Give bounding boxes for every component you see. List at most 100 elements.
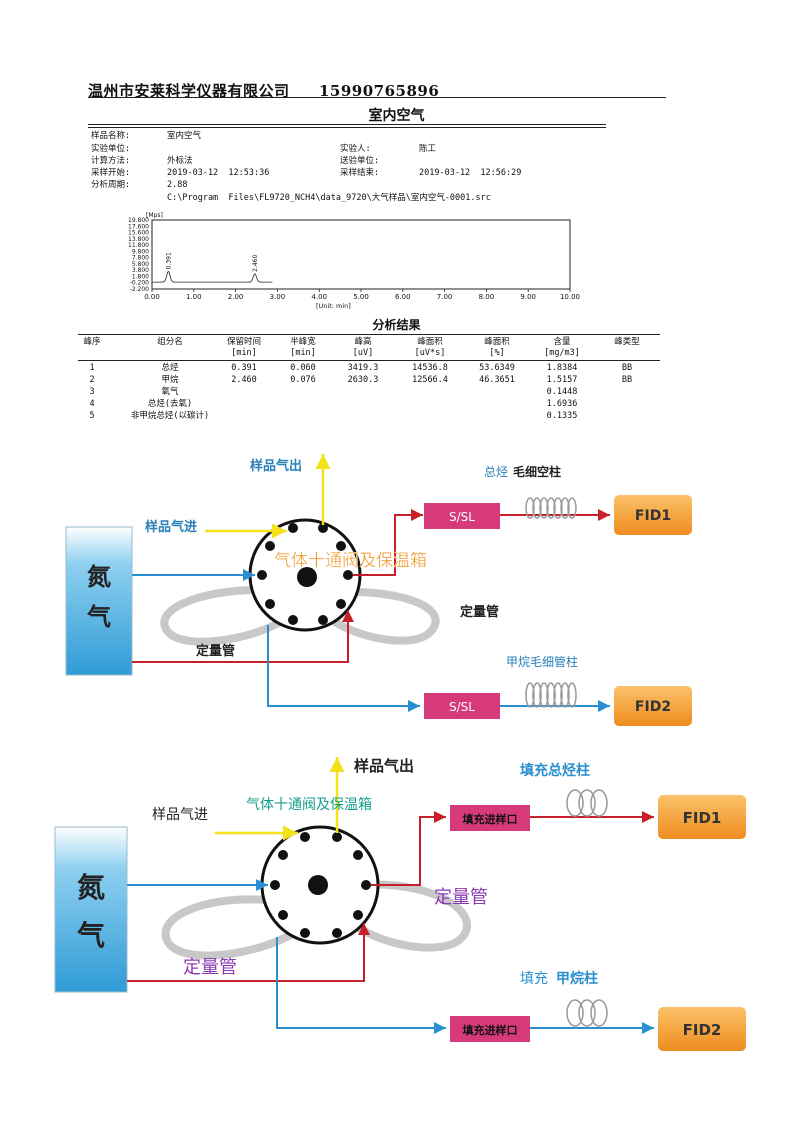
y-tick-label: 15.600	[128, 230, 149, 237]
flow-line-red-2	[371, 811, 446, 886]
inlet-label-1: 填充进样口	[463, 812, 518, 826]
peak-label: 2.460	[252, 254, 259, 271]
y-tick-label: 7.800	[132, 255, 149, 262]
x-tick-label: 10.00	[560, 293, 580, 301]
y-tick-label: 1.800	[132, 273, 149, 280]
inlet-label-2: 填充进样口	[463, 1023, 518, 1037]
table-cell: 0.391	[231, 363, 257, 373]
signal-trace	[152, 270, 273, 283]
fid-box-2	[614, 686, 692, 726]
column-header: 峰面积	[417, 337, 443, 347]
loop-right-label: 定量管	[459, 604, 499, 620]
x-tick-label: 7.00	[437, 293, 453, 301]
fid-box-1	[658, 795, 746, 839]
loop-left-label: 定量管	[195, 643, 235, 659]
x-tick-label: 4.00	[311, 293, 327, 301]
column-unit: [mg/m3]	[544, 348, 580, 358]
valve-label: 气体十通阀及保温箱	[246, 797, 372, 813]
inlet-box-1	[424, 503, 500, 529]
table-cell: 2.460	[231, 375, 257, 385]
column-2-label: 甲烷毛细管柱	[506, 654, 578, 669]
header-rule	[88, 97, 666, 98]
fid-box-1	[614, 495, 692, 535]
table-cell: BB	[621, 363, 633, 373]
sample-name-label: 样品名称:	[91, 131, 131, 141]
results-title: 分析结果	[372, 318, 421, 332]
column-coil-2	[525, 682, 577, 708]
x-tick-label: 0.00	[144, 293, 160, 301]
sender-label: 送验单位:	[340, 156, 380, 166]
x-tick-label: 2.00	[228, 293, 244, 301]
x-tick-label: 3.00	[270, 293, 286, 301]
x-tick-label: 1.00	[186, 293, 202, 301]
flow-line-blue-2	[276, 937, 446, 1034]
inlet-box-1	[450, 805, 530, 831]
calc-label: 计算方法:	[91, 156, 131, 166]
table-cell: 53.6349	[479, 363, 515, 373]
results-rule-top	[78, 334, 660, 335]
loop-left-shape	[161, 895, 301, 960]
x-tick-label: 5.00	[353, 293, 369, 301]
column-unit: [min]	[290, 348, 316, 358]
loop-right-shape	[327, 587, 440, 645]
flow-line-red-1	[132, 610, 354, 663]
title-rule-bottom	[88, 127, 606, 128]
sample-in-label: 样品气进	[145, 519, 197, 535]
column-coil-2	[566, 999, 608, 1027]
column-header: 峰类型	[614, 337, 640, 347]
column-header: 半峰宽	[290, 337, 316, 347]
table-cell: 1.8384	[546, 363, 578, 373]
inlet-box-2	[450, 1016, 530, 1042]
table-cell: 46.3651	[479, 375, 515, 385]
sample-out-label: 样品气出	[250, 458, 302, 474]
tester-value: 陈工	[419, 144, 437, 154]
y-tick-label: -2.200	[130, 286, 150, 293]
table-cell: 2	[89, 375, 95, 385]
table-cell: 非甲烷总烃(以碳计)	[130, 411, 210, 421]
table-cell: 1	[89, 363, 95, 373]
column-header: 组分名	[157, 337, 183, 347]
company-name: 温州市安莱科学仪器有限公司	[88, 82, 290, 100]
column-unit: [uV]	[352, 348, 374, 358]
y-tick-label: 19.800	[128, 217, 149, 224]
flow-line-blue-2	[267, 625, 420, 712]
column-1-label: 填充总烃柱	[520, 762, 590, 779]
y-tick-label: 17.600	[128, 223, 149, 230]
end-value: 2019-03-12 12:56:29	[419, 168, 522, 178]
column-1-name: 毛细空柱	[513, 464, 561, 479]
table-cell: BB	[621, 375, 633, 385]
column-1-label: 总烃毛细空柱	[484, 464, 561, 479]
table-cell: 4	[89, 399, 95, 409]
chromatogram-chart: [Mps]19.80017.60015.60013.80011.8009.800…	[128, 212, 580, 310]
table-cell: 1.5157	[546, 375, 578, 385]
table-cell: 总烃(去氧)	[147, 399, 193, 409]
column-header: 峰序	[83, 337, 101, 347]
column-unit: [min]	[231, 348, 257, 358]
table-cell: 3419.3	[347, 363, 379, 373]
column-coil-1	[525, 497, 577, 519]
column-1-name: 总烃柱	[548, 762, 590, 779]
loop-left-shape	[160, 586, 289, 646]
column-coil-1	[566, 789, 608, 817]
inlet-box-2	[424, 693, 500, 719]
end-label: 采样结束:	[340, 168, 380, 178]
inlet-label-2: S/SL	[449, 700, 475, 714]
table-cell: 0.076	[290, 375, 316, 385]
y-tick-label: 9.800	[132, 248, 149, 255]
column-header: 峰高	[354, 337, 372, 347]
table-cell: 12566.4	[412, 375, 448, 385]
y-tick-label: -0.200	[130, 280, 150, 287]
report-header: 温州市安莱科学仪器有限公司 15990765896	[88, 80, 439, 101]
column-unit: [%]	[489, 348, 505, 358]
fid-box-2	[658, 1007, 746, 1051]
fid-label-1: FID1	[635, 508, 671, 524]
column-1-prefix: 填充	[520, 762, 548, 779]
fid-label-2: FID2	[683, 1021, 722, 1039]
y-axis-label: [Mps]	[146, 212, 163, 219]
company-phone: 15990765896	[318, 82, 440, 100]
report-title: 室内空气	[368, 108, 425, 124]
column-2-label: 填充甲烷柱	[520, 970, 598, 987]
y-tick-label: 13.800	[128, 236, 149, 243]
y-tick-label: 5.800	[132, 261, 149, 268]
column-2-prefix: 填充	[520, 971, 548, 987]
